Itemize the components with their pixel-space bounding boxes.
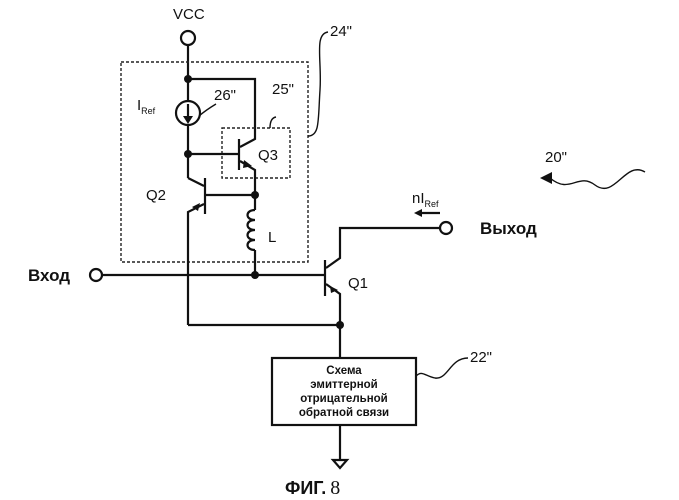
q1-emitter [326,284,340,358]
ref-20: 20" [545,149,567,166]
q2-emitter [188,204,204,325]
vcc-label: VCC [173,6,205,23]
feedback-line: Схема [326,365,362,377]
q1-label: Q1 [348,275,368,292]
leader [199,104,216,116]
leader [416,358,468,378]
out-current-label: nIRef [412,190,439,209]
ref-26: 26" [214,87,236,104]
feedback-line: обратной связи [299,407,389,419]
inductor-label: L [268,229,276,246]
iref-label: IRef [137,97,156,116]
figure-caption: ФИГ.8 [285,477,340,499]
inductor-icon [248,210,256,250]
ref-24: 24" [330,23,352,40]
output-terminal [440,222,452,234]
input-label: Вход [28,266,70,285]
ground-icon [333,460,347,468]
leader [270,117,276,128]
node [336,321,344,329]
vcc-terminal [181,31,195,45]
leader [550,170,645,189]
q3-label: Q3 [258,147,278,164]
arrow-head [540,172,552,184]
q2-label: Q2 [146,187,166,204]
output-label: Выход [480,219,537,238]
leader [308,32,328,136]
q1-collector [326,228,440,268]
feedback-line: эмиттерной [310,379,378,391]
input-terminal [90,269,102,281]
ref-22: 22" [470,349,492,366]
arrow-head [183,116,193,124]
feedback-line: отрицательной [300,393,388,405]
current-arrow-head [414,209,422,217]
ref-25: 25" [272,81,294,98]
q2-collector [188,178,204,186]
node [251,271,259,279]
